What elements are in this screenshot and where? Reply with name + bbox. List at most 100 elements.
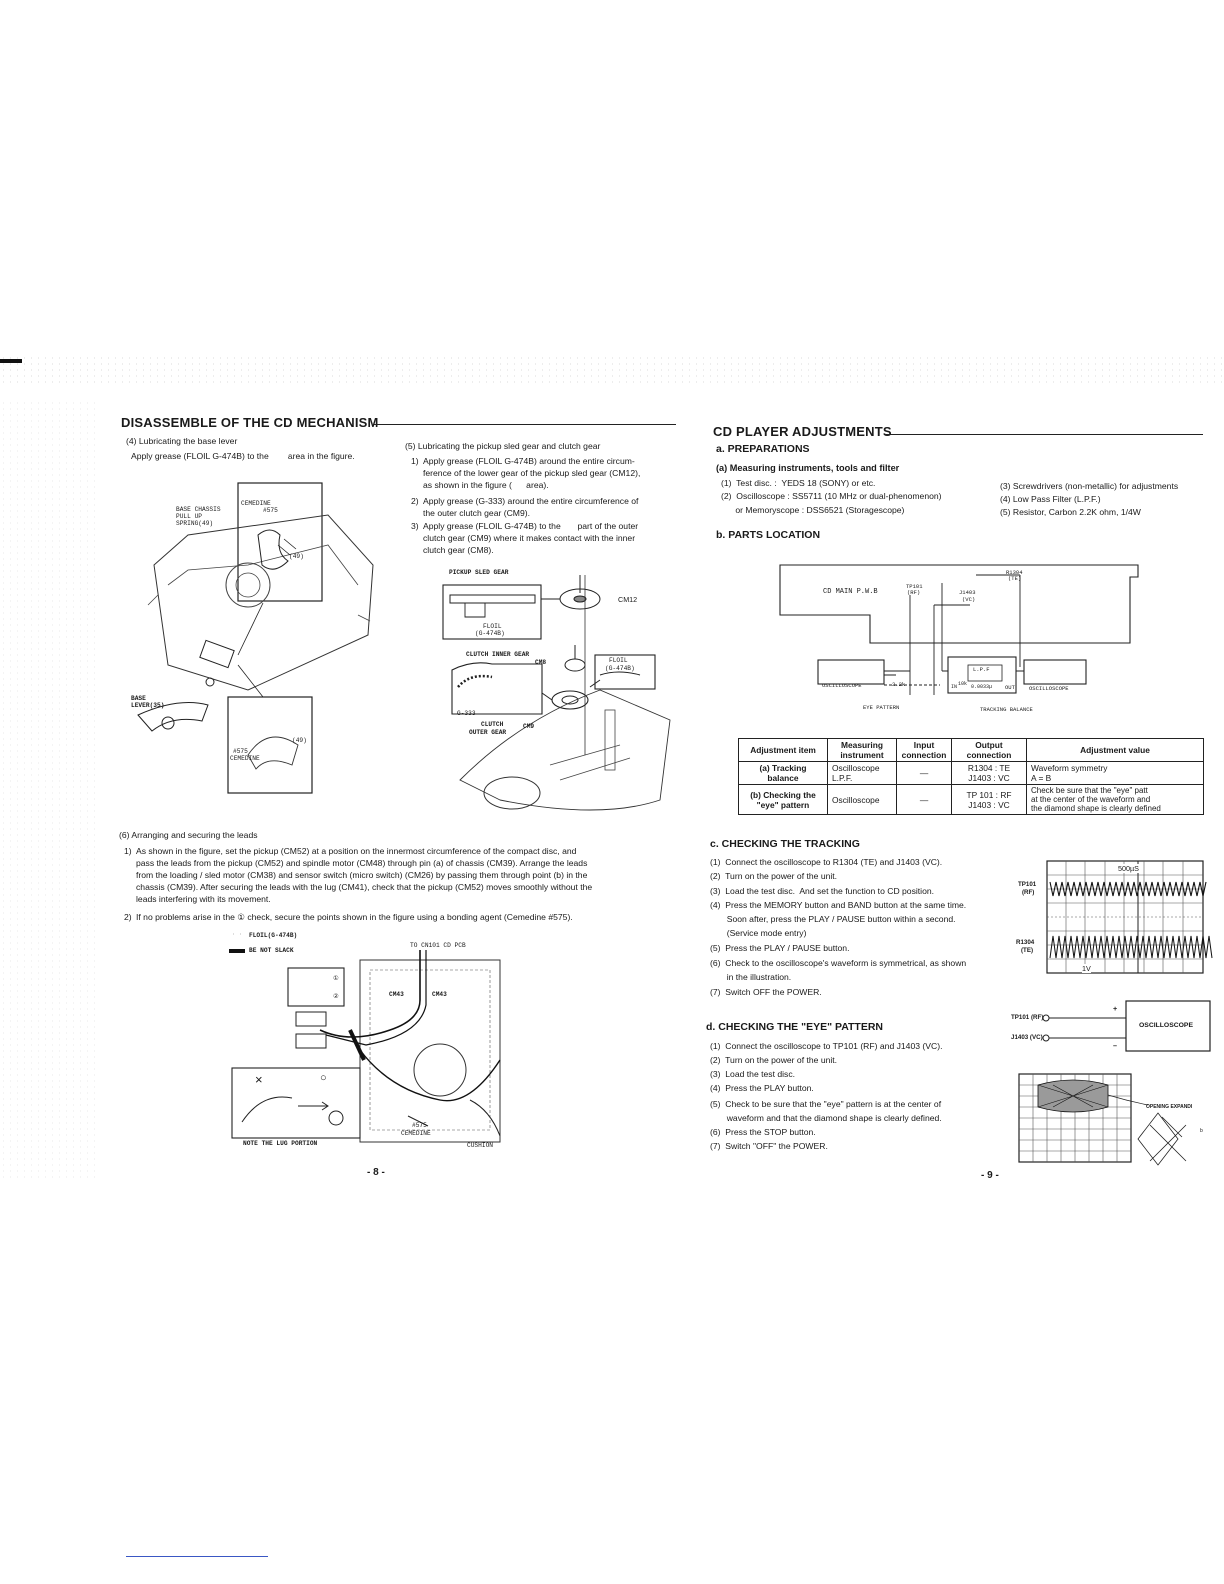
fig1-cemedine-bot: CEMEDINE (230, 755, 260, 762)
table-row: (a) Tracking balance Oscilloscope L.P.F.… (738, 761, 1204, 785)
cell-value-2: A = B (1031, 773, 1052, 783)
step5-item2-line2: the outer clutch gear (CM9). (423, 508, 530, 518)
tracking-step-4: (4) Press the MEMORY button and BAND but… (710, 900, 967, 910)
tracking-step-4c: (Service mode entry) (710, 928, 807, 938)
tool-2: (2) Oscilloscope : SS5711 (10 MHz or dua… (721, 491, 942, 501)
fig1-cemedine-top: CEMEDINE (241, 500, 271, 507)
tool-4: (4) Low Pass Filter (L.P.F.) (1000, 494, 1101, 504)
fig2-g474b-2: (G-474B) (605, 665, 635, 672)
cell-output-1: R1304 : TE (967, 763, 1011, 773)
eye-step-1: (1) Connect the oscilloscope to TP101 (R… (710, 1041, 943, 1051)
parts-2-2k: 2.2k (892, 681, 906, 688)
eye-opening-expand: OPENING EXPANDI (1146, 1104, 1193, 1110)
tool-1: (1) Test disc. : YEDS 18 (SONY) or etc. (721, 478, 876, 488)
right-page-number: - 9 - (981, 1170, 999, 1181)
fig2-floil: FLOIL (483, 623, 502, 630)
step6-item1-line1: As shown in the figure, set the pickup (… (136, 846, 577, 856)
th-instrument: Measuring instrument (827, 738, 897, 762)
cell-input: — (896, 761, 952, 785)
parts-j1403: J1403 (959, 589, 976, 596)
eye-step-3: (3) Load the test disc. (710, 1069, 796, 1079)
scan-noise-top (0, 355, 1224, 383)
eye-step-4: (4) Press the PLAY button. (710, 1083, 814, 1093)
step5-item3-line3: clutch gear (CM8). (423, 545, 494, 555)
fig3-circ-2: ② (333, 993, 339, 1000)
th-value: Adjustment value (1026, 738, 1204, 762)
cell-input: — (896, 784, 952, 815)
slack-arrow-icon (229, 949, 245, 953)
floil-legend-swatch (230, 931, 244, 939)
step4-text: Apply grease (FLOIL G-474B) to the area … (131, 451, 355, 461)
step5-item1-line1: Apply grease (FLOIL G-474B) around the e… (423, 456, 635, 466)
fig1-base-lever-label-2: LEVER(35) (131, 702, 165, 709)
cell-value-3: the diamond shape is clearly defined (1031, 804, 1161, 813)
scan-noise-left (0, 400, 100, 1180)
tracking-step-1: (1) Connect the oscilloscope to R1304 (T… (710, 857, 943, 867)
fig2-clutch-inner-gear: CLUTCH INNER GEAR (466, 651, 530, 658)
fig3-note-lug: NOTE THE LUG PORTION (243, 1140, 318, 1147)
tracking-step-5: (5) Press the PLAY / PAUSE button. (710, 943, 850, 953)
tracking-step-7: (7) Switch OFF the POWER. (710, 987, 822, 997)
scope1-r1304: R1304 (1016, 939, 1035, 946)
parts-lpf: L.P.F (973, 666, 990, 673)
fig3-cm43-a: CM43 (389, 991, 404, 998)
fig2-g474b: (G-474B) (475, 630, 505, 637)
step5-item1-line2: ference of the lower gear of the pickup … (423, 468, 641, 478)
step5-item1-line3: as shown in the figure ( area). (423, 480, 549, 490)
fig1-49-a: (49) (289, 553, 304, 560)
parts-r1304: R1304 (1006, 569, 1023, 576)
scope1-tp101: TP101 (1018, 881, 1037, 888)
step6-item1-line2: pass the leads from the pickup (CM52) an… (136, 858, 588, 868)
eye-step-6: (6) Press the STOP button. (710, 1127, 816, 1137)
fig3-legend-slack: BE NOT SLACK (249, 947, 294, 954)
fig2-cm8: CM8 (535, 659, 547, 666)
grease-area-swatch (288, 453, 302, 461)
step5-item2-num: 2) (411, 496, 419, 506)
sec-c-heading: c. CHECKING THE TRACKING (710, 838, 860, 850)
step5-item2-line1: Apply grease (G-333) around the entire c… (423, 496, 639, 506)
tool-3: (3) Screwdrivers (non-metallic) for adju… (1000, 481, 1179, 491)
fig3-cemedine: CEMEDINE (401, 1130, 431, 1137)
fig1-575-top: #575 (263, 507, 278, 514)
scope2-minus: – (1113, 1041, 1117, 1050)
parts-te: (TE) (1008, 575, 1022, 582)
step6-item1-line5: leads interfering with its movement. (136, 894, 271, 904)
parts-cd-main-pwb: CD MAIN P.W.B (823, 588, 878, 596)
tracking-scope-figure (1046, 860, 1213, 974)
eye-step-5: (5) Check to be sure that the "eye" patt… (710, 1099, 942, 1109)
cell-output-2: J1403 : VC (968, 773, 1010, 783)
parts-eye-pattern: EYE PATTERN (863, 704, 900, 711)
fig3-mark-o: ○ (320, 1072, 327, 1084)
fig2-cm12: CM12 (618, 595, 638, 604)
parts-vc: (VC) (962, 596, 976, 603)
fig1-base-lever-label: BASE (131, 695, 146, 702)
step5-item3-num: 3) (411, 521, 419, 531)
parts-oscilloscope-1: OSCILLOSCOPE (822, 682, 862, 689)
base-lever-figure (137, 482, 374, 794)
tracking-step-2: (2) Turn on the power of the unit. (710, 871, 838, 881)
cell-item: (b) Checking the "eye" pattern (738, 784, 828, 815)
parts-tp101: TP101 (906, 583, 923, 590)
scan-mark (0, 359, 22, 363)
parts-in: IN (951, 684, 958, 690)
title-rule-left (374, 424, 676, 425)
tracking-step-6: (6) Check to the oscilloscope's waveform… (710, 958, 967, 968)
fig2-outer-gear: OUTER GEAR (469, 729, 507, 736)
fig3-circ-1: ① (333, 975, 339, 982)
scope1-te: (TE) (1021, 947, 1034, 954)
eye-label-b: b (1200, 1128, 1203, 1134)
clutch-gear-figure (442, 575, 671, 811)
scope2-j1403: J1403 (VC) (1011, 1034, 1043, 1041)
tracking-step-4b: Soon after, press the PLAY / PAUSE butto… (710, 914, 956, 924)
eye-step-2: (2) Turn on the power of the unit. (710, 1055, 838, 1065)
table-row: (b) Checking the "eye" pattern Oscillosc… (738, 784, 1204, 815)
fig1-pull-up: PULL UP (176, 513, 202, 520)
step5-item3-line1: Apply grease (FLOIL G-474B) to the part … (423, 521, 639, 531)
fig3-legend-floil: FLOIL(G-474B) (249, 932, 298, 939)
fig3-575: #575 (412, 1122, 427, 1129)
step6-heading: (6) Arranging and securing the leads (119, 830, 258, 840)
fig2-pickup-sled-gear: PICKUP SLED GEAR (449, 569, 509, 576)
right-page-title: CD PLAYER ADJUSTMENTS (713, 424, 892, 439)
scope2-oscilloscope: OSCILLOSCOPE (1139, 1022, 1194, 1029)
